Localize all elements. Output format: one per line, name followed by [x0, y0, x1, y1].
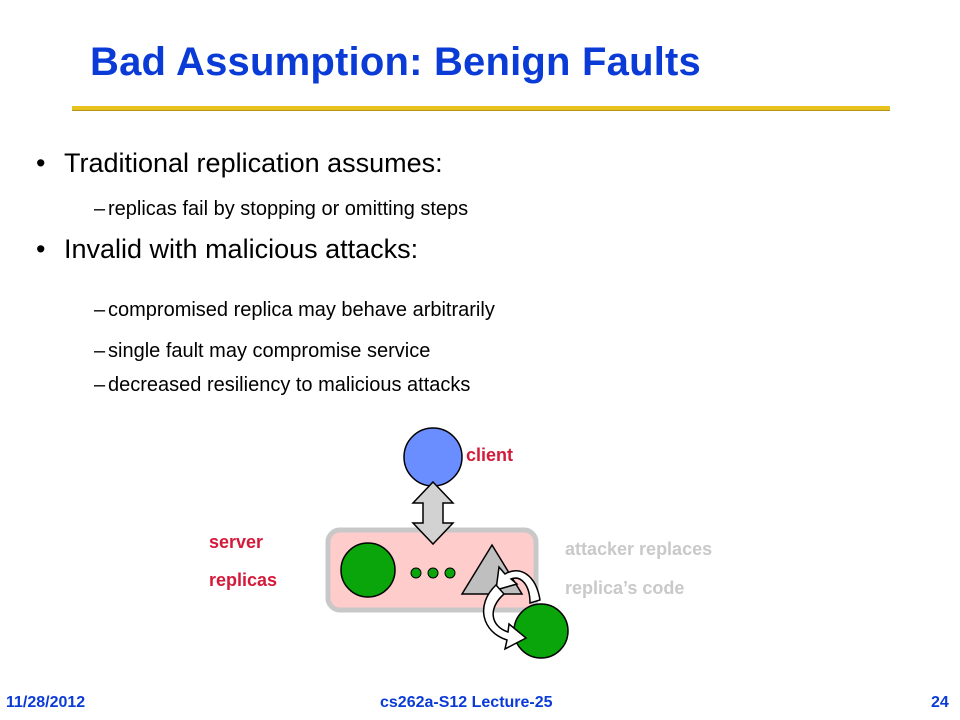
ellipsis-dot — [444, 567, 456, 579]
dash-glyph: – — [94, 198, 106, 220]
client-node — [403, 427, 463, 487]
bullet-glyph: • — [36, 148, 46, 178]
bullet-2-text: Invalid with malicious attacks: — [64, 234, 419, 264]
bullet-2-sub-3: – decreased resiliency to malicious atta… — [94, 374, 470, 397]
bullet-2-sub-2: – single fault may compromise service — [94, 340, 430, 363]
swap-arrow-upper — [495, 565, 541, 605]
attacker-label-line-1: attacker replaces — [565, 539, 713, 559]
dash-glyph: – — [94, 374, 106, 396]
bullet-2-sub-3-text: decreased resiliency to malicious attack… — [108, 374, 471, 396]
bullet-2-sub-2-text: single fault may compromise service — [108, 340, 431, 362]
dash-glyph: – — [94, 340, 106, 362]
dash-glyph: – — [94, 299, 106, 321]
bullet-1: • Traditional replication assumes: — [36, 148, 443, 179]
ellipsis-dot — [410, 567, 422, 579]
replicas-label: replicas — [209, 570, 278, 590]
bullet-1-sub-1-text: replicas fail by stopping or omitting st… — [108, 198, 469, 220]
bullet-1-text: Traditional replication assumes: — [64, 148, 443, 178]
ellipsis-dot — [427, 567, 439, 579]
bullet-2-sub-1-text: compromised replica may behave arbitrari… — [108, 299, 495, 321]
footer-page-number: 24 — [931, 694, 949, 711]
bullet-1-sub-1: – replicas fail by stopping or omitting … — [94, 198, 468, 221]
slide-title: Bad Assumption: Benign Faults — [90, 40, 701, 84]
server-label: server — [209, 532, 264, 552]
client-label: client — [466, 445, 514, 465]
footer-course: cs262a-S12 Lecture-25 — [380, 694, 553, 711]
swap-arrow-lower — [482, 583, 528, 651]
attacker-label-line-2: replica’s code — [565, 578, 685, 598]
title-underline — [72, 106, 890, 110]
footer-date: 11/28/2012 — [6, 694, 86, 711]
bullet-2: • Invalid with malicious attacks: — [36, 234, 418, 265]
replica-node — [340, 542, 396, 598]
bullet-glyph: • — [36, 234, 46, 264]
attacker-replica-node — [513, 603, 569, 659]
bullet-2-sub-1: – compromised replica may behave arbitra… — [94, 299, 495, 322]
client-server-arrow — [411, 480, 455, 546]
